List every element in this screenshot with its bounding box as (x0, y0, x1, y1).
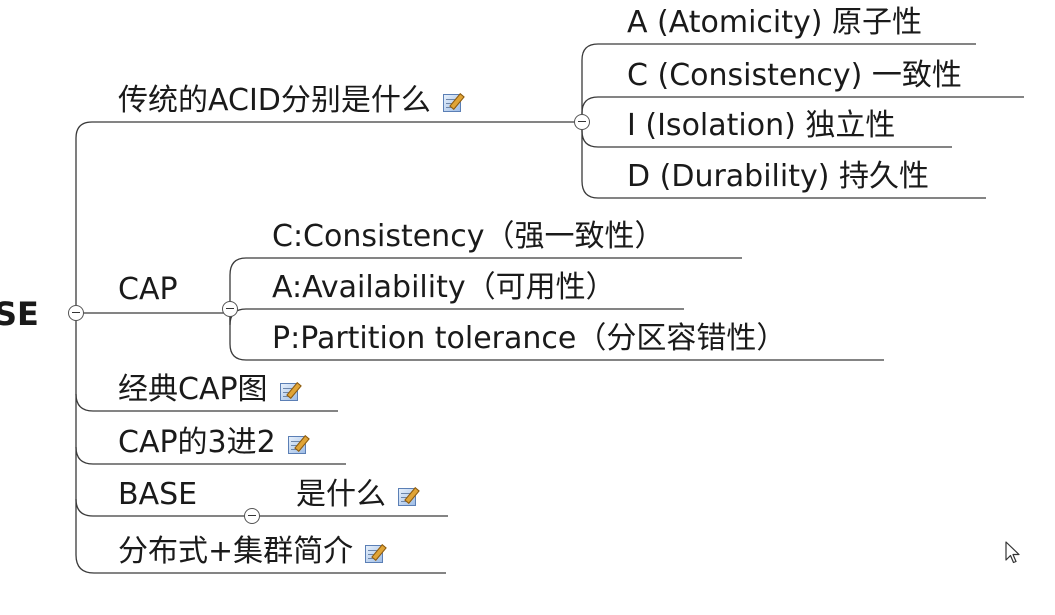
topic-cap-3-to-2-label: CAP的3进2 (118, 425, 276, 460)
topic-cap-3-to-2[interactable]: CAP的3进2 (118, 425, 306, 461)
connector-root-base (75, 498, 94, 517)
subtopic-isolation[interactable]: I (Isolation) 独立性 (627, 108, 896, 143)
topic-cap[interactable]: CAP (118, 272, 178, 307)
mouse-pointer-icon (1005, 541, 1020, 564)
topic-distributed[interactable]: 分布式+集群简介 (118, 534, 384, 570)
connector-cap-c (229, 257, 742, 313)
connector-root-acid (75, 121, 93, 313)
acid-collapse-toggle[interactable] (574, 114, 590, 130)
connector-root-capfig (75, 393, 94, 412)
subtopic-cap-availability[interactable]: A:Availability（可用性） (272, 270, 616, 305)
subtopic-durability[interactable]: D (Durability) 持久性 (627, 159, 929, 194)
base-collapse-toggle[interactable] (244, 508, 260, 524)
topic-base[interactable]: BASE (118, 477, 198, 512)
note-pencil-icon[interactable] (442, 94, 461, 112)
note-pencil-icon[interactable] (398, 488, 416, 506)
connector-acid-a (581, 43, 976, 122)
connector-cap-p (229, 313, 884, 361)
subtopic-atomicity[interactable]: A (Atomicity) 原子性 (627, 5, 923, 40)
topic-acid[interactable]: 传统的ACID分别是什么 (118, 83, 461, 119)
subtopic-cap-partition[interactable]: P:Partition tolerance（分区容错性） (272, 321, 787, 356)
note-pencil-icon[interactable] (365, 545, 384, 563)
note-pencil-icon[interactable] (287, 436, 306, 454)
note-pencil-icon[interactable] (279, 383, 298, 401)
subtopic-base-what-label: 是什么 (296, 477, 386, 512)
root-topic[interactable]: SE (0, 295, 39, 333)
topic-acid-label: 传统的ACID分别是什么 (118, 83, 431, 118)
connector-root-distributed (75, 313, 95, 574)
topic-cap-figure-label: 经典CAP图 (118, 372, 268, 407)
connector-root-cap32 (75, 446, 94, 465)
connector-acid-c (581, 96, 1024, 122)
subtopic-cap-consistency[interactable]: C:Consistency（强一致性） (272, 219, 665, 254)
topic-cap-figure[interactable]: 经典CAP图 (118, 372, 298, 408)
subtopic-consistency[interactable]: C (Consistency) 一致性 (627, 58, 962, 93)
root-collapse-toggle[interactable] (68, 305, 84, 321)
topic-distributed-label: 分布式+集群简介 (118, 534, 354, 569)
cap-collapse-toggle[interactable] (222, 301, 238, 317)
subtopic-base-what[interactable]: 是什么 (296, 477, 416, 513)
connector-acid-d (581, 122, 986, 199)
